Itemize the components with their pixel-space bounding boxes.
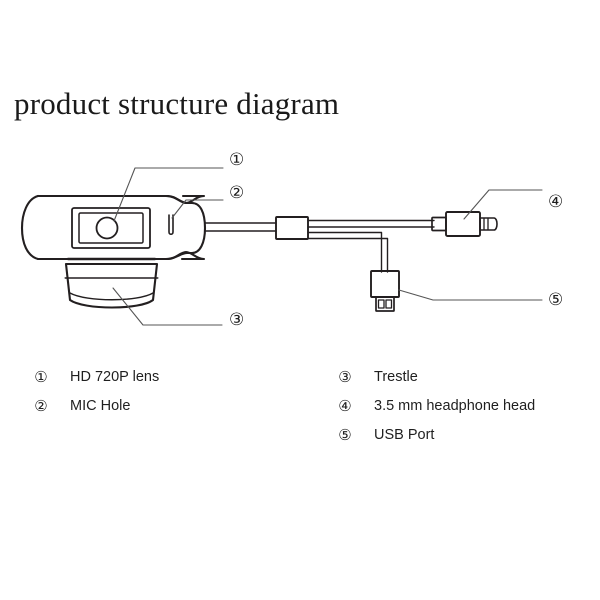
lens-outer-frame xyxy=(71,207,151,249)
callout-marker-1: ① xyxy=(229,150,245,169)
stand-bottom-curve xyxy=(69,292,154,301)
legend-marker-5: ⑤ xyxy=(338,426,352,444)
legend-marker-1: ① xyxy=(34,368,48,386)
legend-label-2: MIC Hole xyxy=(70,397,131,414)
callout-marker-4: ④ xyxy=(548,192,564,211)
legend-item-1: ① HD 720P lens xyxy=(30,362,159,391)
cable-branch-usb-bottom xyxy=(307,237,389,273)
legend-item-5: ⑤ USB Port xyxy=(334,420,535,449)
leader-line-3 xyxy=(112,287,223,326)
webcam-body-outline xyxy=(20,194,206,261)
stand-base-outline xyxy=(64,262,159,309)
leader-line-5 xyxy=(398,289,543,301)
legend-marker-3: ③ xyxy=(338,368,352,386)
legend-label-1: HD 720P lens xyxy=(70,368,160,385)
legend-item-2: ② MIC Hole xyxy=(30,391,159,420)
legend-marker-4: ④ xyxy=(338,397,352,415)
lens-inner-frame xyxy=(78,212,144,244)
callout-marker-2: ② xyxy=(229,183,245,202)
usb-plug-contact-left xyxy=(377,299,385,309)
webcam-body-right-cap xyxy=(164,194,207,261)
mic-hole-slot xyxy=(168,214,174,236)
legend-label-5: USB Port xyxy=(374,426,435,443)
lens-circle xyxy=(95,216,119,240)
legend-right-column: ③ Trestle ④ 3.5 mm headphone head ⑤ USB … xyxy=(334,362,535,449)
legend-label-4: 3.5 mm headphone head xyxy=(374,397,536,414)
legend-marker-2: ② xyxy=(34,397,48,415)
leader-line-4 xyxy=(463,189,543,220)
legend-item-4: ④ 3.5 mm headphone head xyxy=(334,391,535,420)
audio-jack-body xyxy=(445,211,481,237)
legend-left-column: ① HD 720P lens ② MIC Hole xyxy=(30,362,159,420)
leader-line-2 xyxy=(171,199,224,219)
audio-jack-pin xyxy=(479,217,498,231)
cable-junction-box xyxy=(275,216,309,240)
page-title: product structure diagram xyxy=(14,86,340,121)
cable-branch-usb-top xyxy=(307,231,383,273)
callout-marker-3: ③ xyxy=(229,310,245,329)
legend-item-3: ③ Trestle xyxy=(334,362,535,391)
leader-line-1 xyxy=(113,167,224,222)
usb-connector-plug xyxy=(375,296,395,312)
audio-jack-collar xyxy=(431,216,447,232)
legend-label-3: Trestle xyxy=(374,368,418,385)
usb-plug-contact-right xyxy=(385,299,393,309)
callout-marker-5: ⑤ xyxy=(548,290,564,309)
usb-connector-body xyxy=(370,270,400,298)
